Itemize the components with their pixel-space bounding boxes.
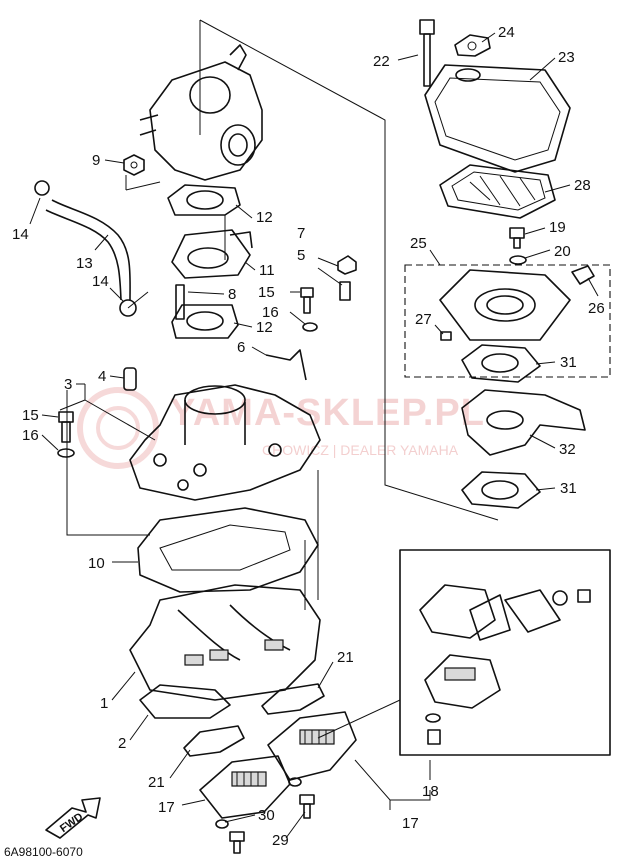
callout-2: 2 bbox=[118, 735, 126, 752]
reed-housing-1 bbox=[129, 584, 321, 701]
bolt-15-right bbox=[300, 287, 314, 314]
reed-detail-box-18 bbox=[399, 549, 611, 756]
callout-27: 27 bbox=[415, 311, 432, 328]
callout-9: 9 bbox=[92, 152, 100, 169]
drawing-code: 6A98100-6070 bbox=[4, 845, 83, 858]
callout-15-right: 15 bbox=[258, 284, 275, 301]
gasket-21-right bbox=[261, 683, 325, 715]
callout-6: 6 bbox=[237, 339, 245, 356]
screw-27 bbox=[440, 331, 452, 341]
callout-11: 11 bbox=[259, 262, 275, 279]
washer-20 bbox=[509, 255, 527, 265]
intake-manifold-3 bbox=[129, 384, 321, 501]
fitting-5 bbox=[339, 281, 351, 301]
callout-5: 5 bbox=[297, 247, 305, 264]
callout-17-bottom: 17 bbox=[402, 815, 419, 832]
watermark-main-text: YAMA-SKLEP.PL bbox=[170, 392, 485, 434]
air-box-base bbox=[439, 269, 571, 341]
sub-assembly-box-25 bbox=[404, 264, 611, 378]
watermark: YAMA-SKLEP.PL CHOWICZ | DEALER YAMAHA bbox=[77, 387, 485, 469]
hose-13 bbox=[34, 180, 149, 317]
callout-14-lower: 14 bbox=[92, 273, 109, 290]
callout-3: 3 bbox=[64, 376, 72, 393]
nut-9 bbox=[123, 154, 145, 176]
bolt-22 bbox=[419, 19, 435, 87]
callout-17-left: 17 bbox=[158, 799, 175, 816]
callout-31-lower: 31 bbox=[560, 480, 577, 497]
gasket-12-upper bbox=[167, 184, 241, 216]
callout-30: 30 bbox=[258, 807, 275, 824]
callout-29: 29 bbox=[272, 832, 289, 849]
fwd-arrow: FWD bbox=[45, 797, 101, 839]
callout-21-left: 21 bbox=[148, 774, 165, 791]
washer-30 bbox=[215, 777, 302, 829]
gasket-12-lower bbox=[171, 284, 239, 339]
gasket-21-left bbox=[183, 725, 245, 757]
callout-23: 23 bbox=[558, 49, 575, 66]
callout-14-upper: 14 bbox=[12, 226, 29, 243]
callout-28: 28 bbox=[574, 177, 591, 194]
gasket-2 bbox=[139, 684, 231, 719]
callout-32: 32 bbox=[559, 441, 576, 458]
pin-6 bbox=[265, 349, 307, 381]
callout-12-lower: 12 bbox=[256, 319, 273, 336]
callout-25: 25 bbox=[410, 235, 427, 252]
reed-valve-17-left bbox=[199, 755, 291, 819]
callout-1: 1 bbox=[100, 695, 108, 712]
washer-16-left bbox=[57, 448, 75, 458]
callout-18: 18 bbox=[422, 783, 439, 800]
screw-19 bbox=[509, 227, 525, 249]
bolt-15-left bbox=[58, 411, 74, 443]
carb-plate-11 bbox=[171, 229, 253, 279]
carburetor bbox=[139, 44, 263, 181]
leader-lines bbox=[29, 32, 599, 839]
callout-20: 20 bbox=[554, 243, 571, 260]
air-box-cover-23 bbox=[424, 64, 571, 173]
callout-labels: 22 24 23 28 19 20 25 26 27 31 32 31 12 1… bbox=[12, 24, 605, 849]
gasket-10 bbox=[137, 507, 319, 593]
bracket-32 bbox=[461, 389, 586, 456]
callout-24: 24 bbox=[498, 24, 515, 41]
watermark-sub-text: CHOWICZ | DEALER YAMAHA bbox=[262, 442, 459, 458]
fitting-26 bbox=[571, 265, 595, 285]
callout-16-right: 16 bbox=[262, 304, 279, 321]
callout-19: 19 bbox=[549, 219, 566, 236]
gasket-31-upper bbox=[461, 344, 541, 383]
callout-4: 4 bbox=[98, 368, 106, 385]
callout-7: 7 bbox=[297, 225, 305, 242]
cap-7 bbox=[337, 255, 357, 275]
assembly-lines bbox=[66, 19, 499, 610]
callout-12-upper: 12 bbox=[256, 209, 273, 226]
callout-16-left: 16 bbox=[22, 427, 39, 444]
callout-22: 22 bbox=[373, 53, 390, 70]
callout-15-left: 15 bbox=[22, 407, 39, 424]
cap-24 bbox=[454, 34, 491, 57]
screw-29 bbox=[229, 794, 315, 854]
reed-valve-17-right bbox=[267, 711, 357, 781]
callout-13: 13 bbox=[76, 255, 93, 272]
callout-10: 10 bbox=[88, 555, 105, 572]
watermark-logo-circle bbox=[77, 387, 159, 469]
fwd-label: FWD bbox=[58, 811, 85, 835]
stud-4 bbox=[123, 367, 137, 391]
filter-element-28 bbox=[439, 164, 556, 219]
callout-26: 26 bbox=[588, 300, 605, 317]
callout-31-upper: 31 bbox=[560, 354, 577, 371]
callout-21-right: 21 bbox=[337, 649, 354, 666]
washer-16-right bbox=[302, 322, 318, 332]
gasket-31-lower bbox=[461, 471, 541, 509]
callout-8: 8 bbox=[228, 286, 236, 303]
